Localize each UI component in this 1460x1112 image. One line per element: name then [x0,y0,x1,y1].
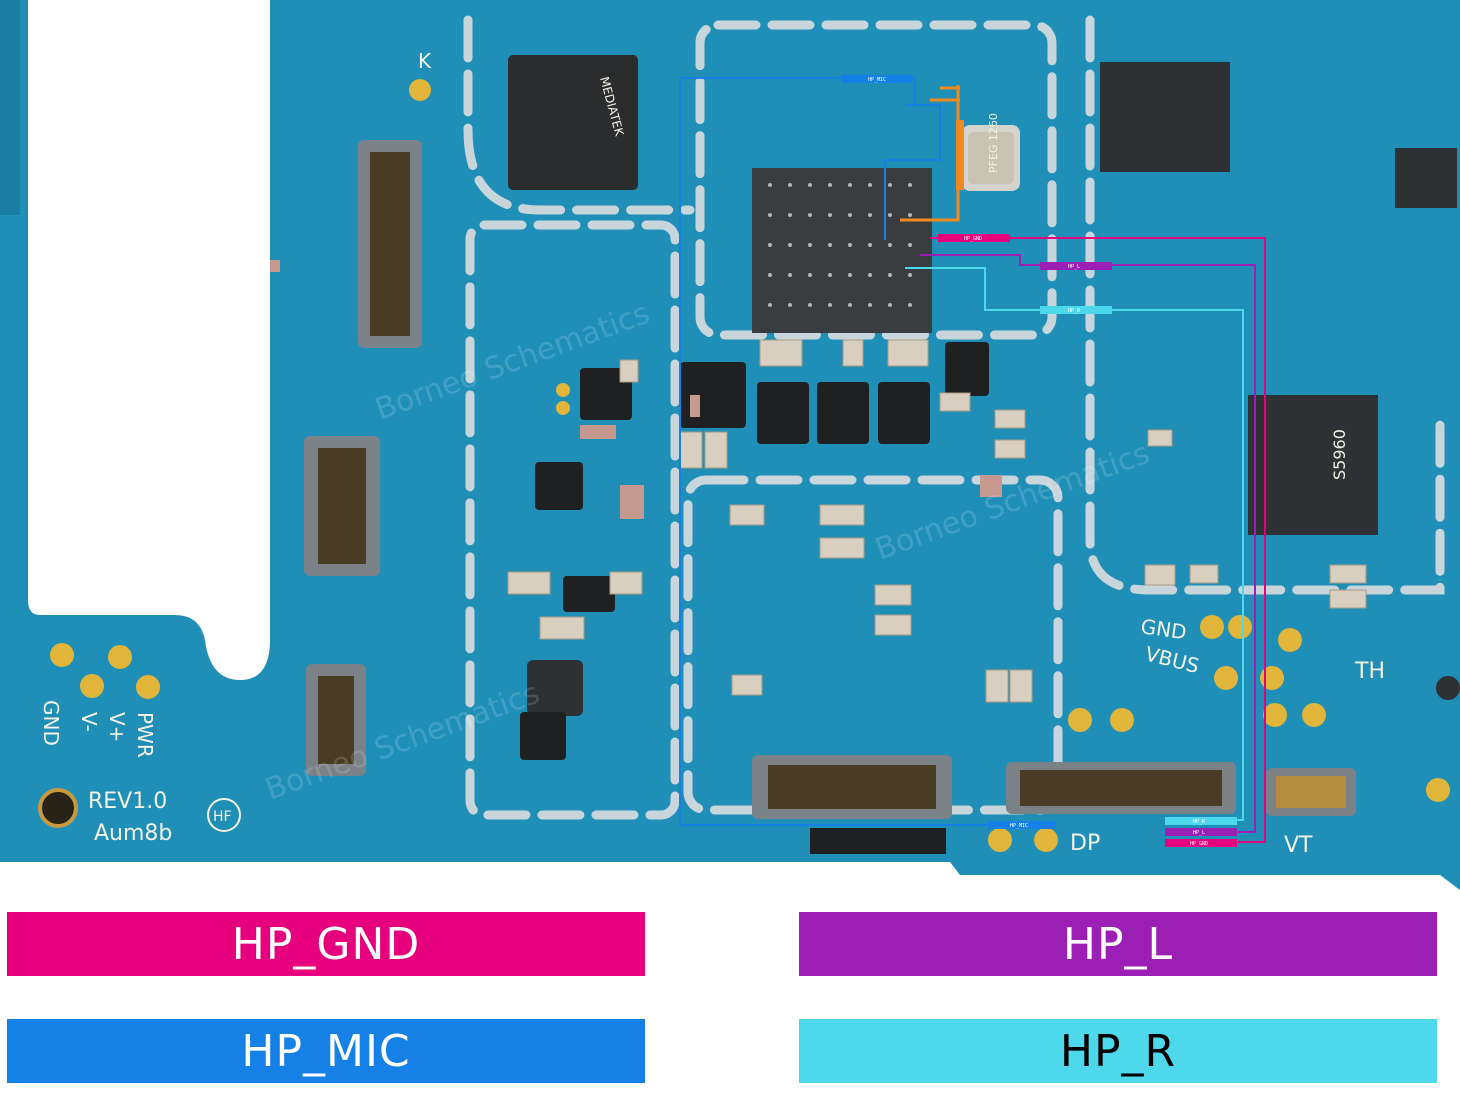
pcb-board: MEDIATEK PFEG 1260 S5960 [0,0,1460,890]
chip-pmic-top [1100,62,1230,172]
connector-vt [1266,768,1356,816]
trace-tag-hp-l-bottom: HP_L [1165,828,1237,836]
legend-label-hp-l: HP_L [1062,918,1174,970]
silk-pad-vplus: V+ [105,712,129,742]
svg-text:HP_MIC: HP_MIC [868,77,886,83]
silk-hf: HF [213,809,232,825]
legend-hp-gnd: HP_GND [7,912,645,976]
trace-tag-hp-mic-top: HP_MIC [842,75,912,83]
silk-vt: VT [1284,833,1313,858]
trace-tag-hp-r-bottom: HP_R [1165,817,1237,825]
silk-pad-pwr: PWR [133,712,157,758]
svg-text:PFEG 1260: PFEG 1260 [987,113,1000,173]
crystal: PFEG 1260 [962,113,1020,191]
svg-text:HP_MIC: HP_MIC [1010,823,1028,829]
connector-fpc-left [358,140,422,348]
silk-rev: REV1.0 [88,789,167,814]
chip-cpu [752,168,932,333]
svg-text:HP_L: HP_L [1068,264,1080,270]
legend-hp-mic: HP_MIC [7,1019,645,1083]
connector-fpc-bottom [752,755,952,819]
svg-text:HP_GND: HP_GND [1190,841,1208,847]
connector-audio [1006,762,1236,814]
trace-tag-hp-mic-bottom: HP_MIC [988,821,1056,829]
silk-model: Aum8b [94,821,172,846]
svg-text:HP_R: HP_R [1193,819,1206,825]
trace-tag-hp-l-top: HP_L [1040,262,1112,270]
trace-hp-mic [679,77,1055,826]
connector-fpc-small [306,664,366,776]
legend-hp-r: HP_R [799,1019,1437,1083]
trace-hp-l [920,254,1256,833]
svg-text:HP_R: HP_R [1068,308,1081,314]
silk-pad-vminus: V- [77,712,101,732]
silk-k: K [418,49,432,73]
connector-fpc-mid-left [304,436,380,576]
legend-hp-l: HP_L [799,912,1437,976]
silk-dp: DP [1070,831,1100,856]
svg-text:S5960: S5960 [1330,429,1349,480]
svg-text:HP_L: HP_L [1193,830,1205,836]
chip-charger [1248,395,1378,535]
trace-hp-gnd [930,237,1266,843]
trace-tag-hp-gnd-top: HP_GND [938,234,1010,242]
chip-mediatek: MEDIATEK [508,55,638,190]
trace-tag-hp-gnd-bottom: HP_GND [1165,839,1237,847]
legend-label-hp-gnd: HP_GND [231,918,421,970]
trace-tag-hp-r-top: HP_R [1040,306,1112,314]
legend-label-hp-r: HP_R [1059,1025,1177,1077]
silk-th: TH [1354,659,1385,684]
svg-text:HP_GND: HP_GND [964,236,982,242]
silk-pad-gnd-left: GND [39,700,63,746]
legend-label-hp-mic: HP_MIC [241,1025,411,1077]
